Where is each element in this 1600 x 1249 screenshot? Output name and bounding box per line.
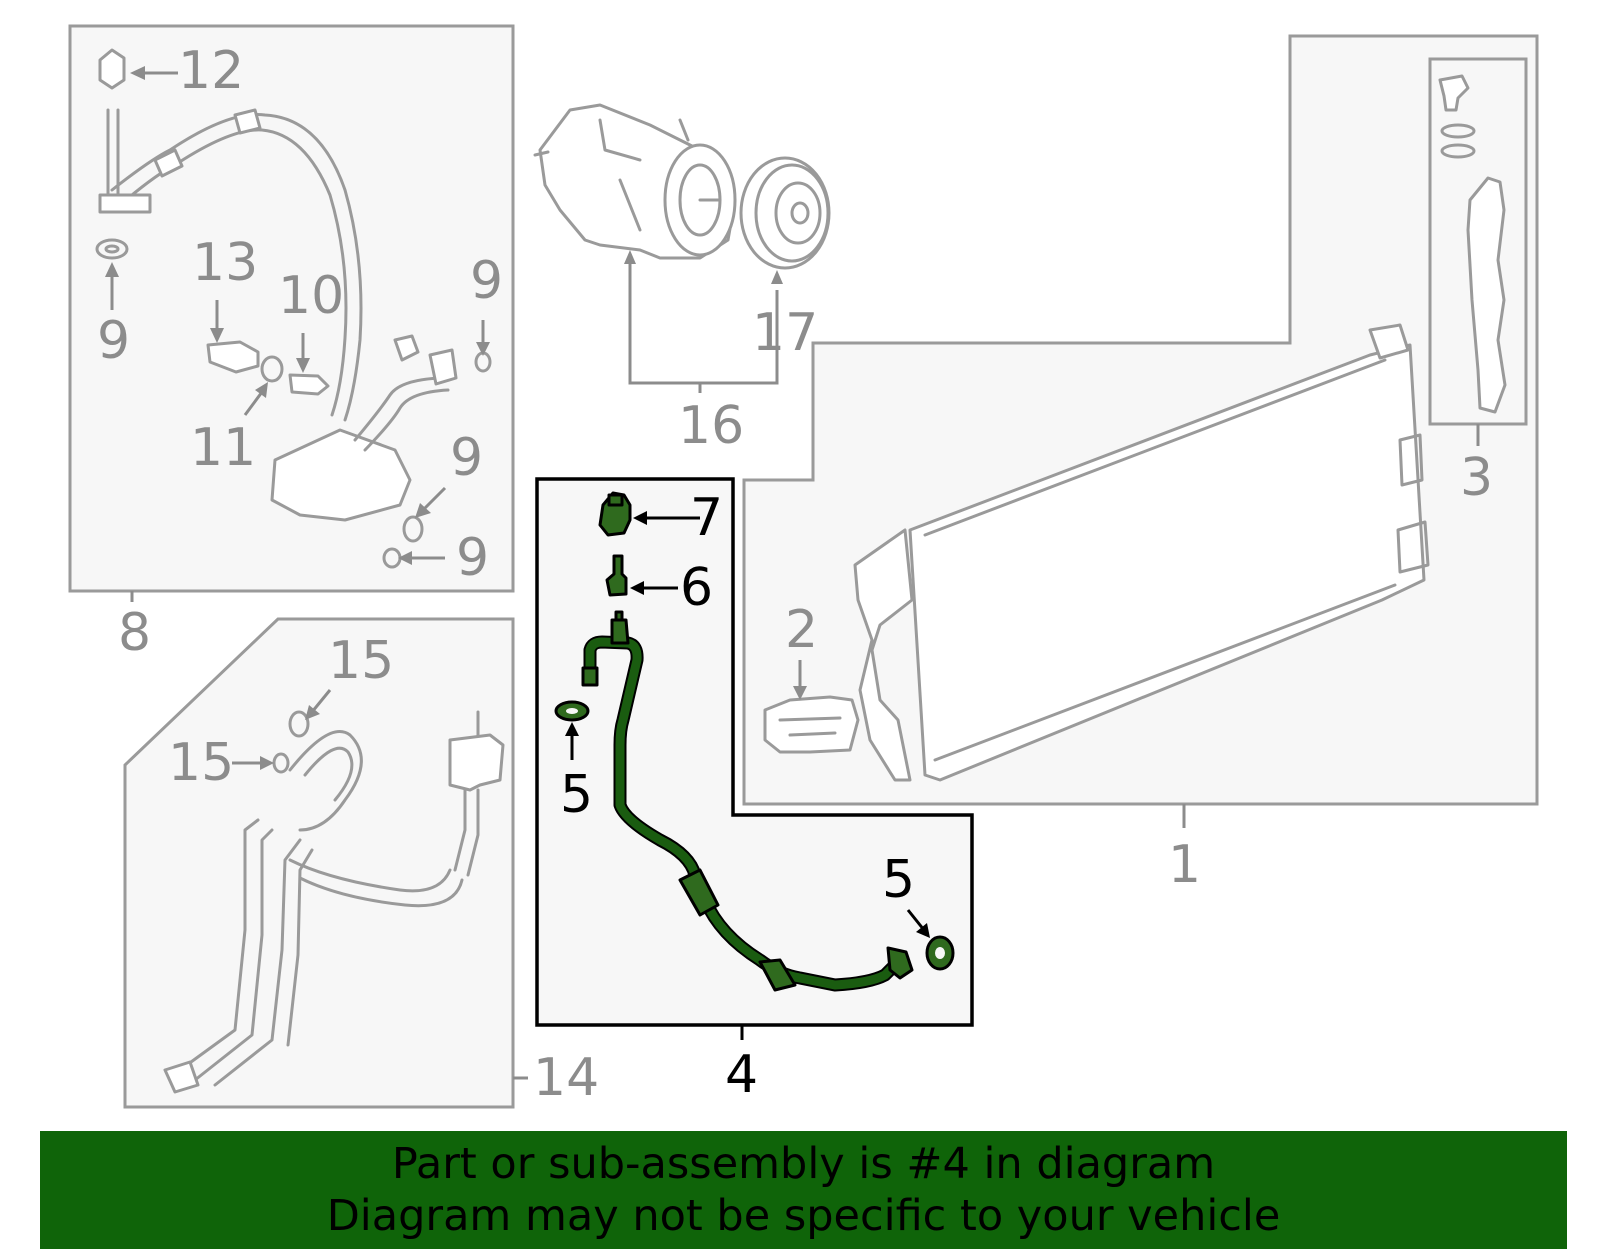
callout-2: 2: [785, 600, 818, 660]
callout-12: 12: [178, 41, 244, 101]
fitting-12-art: [98, 48, 126, 90]
callout-16: 16: [678, 396, 744, 456]
callout-17: 17: [752, 303, 818, 363]
callout-3: 3: [1460, 448, 1493, 508]
group-1-condenser: [742, 34, 1539, 806]
callout-9-middle-right: 9: [450, 428, 483, 488]
callout-5-left: 5: [560, 765, 593, 825]
callout-13: 13: [192, 233, 258, 293]
callout-8: 8: [118, 603, 151, 663]
callout-9-bottom: 9: [456, 528, 489, 588]
callout-15-lower: 15: [168, 733, 234, 793]
callout-14: 14: [533, 1048, 599, 1108]
callout-9-upper-right: 9: [470, 251, 503, 311]
callout-9-left: 9: [97, 311, 130, 371]
valve-6-art: [605, 554, 628, 597]
callout-10: 10: [278, 266, 344, 326]
banner-line-1: Part or sub-assembly is #4 in diagram: [391, 1139, 1216, 1189]
callout-4: 4: [725, 1045, 758, 1105]
group-8-suction-hose: [68, 24, 515, 593]
callout-15-upper: 15: [328, 631, 394, 691]
callout-1: 1: [1168, 835, 1201, 895]
leaders: [105, 66, 1480, 1080]
group-4-discharge-hose: [535, 477, 974, 1027]
callout-6: 6: [680, 558, 713, 618]
clutch-17-art: [739, 156, 831, 270]
callout-11: 11: [190, 418, 256, 478]
compressor-16-art: [533, 103, 737, 260]
callout-7: 7: [690, 488, 723, 548]
banner-line-2: Diagram may not be specific to your vehi…: [326, 1191, 1281, 1241]
info-banner: Part or sub-assembly is #4 in diagram Di…: [40, 1131, 1567, 1249]
callout-labels: 12 9 13 10 11 9 9 9 8 15 15 14 16 17 2 3…: [97, 41, 1493, 1108]
callout-5-right: 5: [882, 850, 915, 910]
group-14-lines: [123, 617, 515, 1109]
